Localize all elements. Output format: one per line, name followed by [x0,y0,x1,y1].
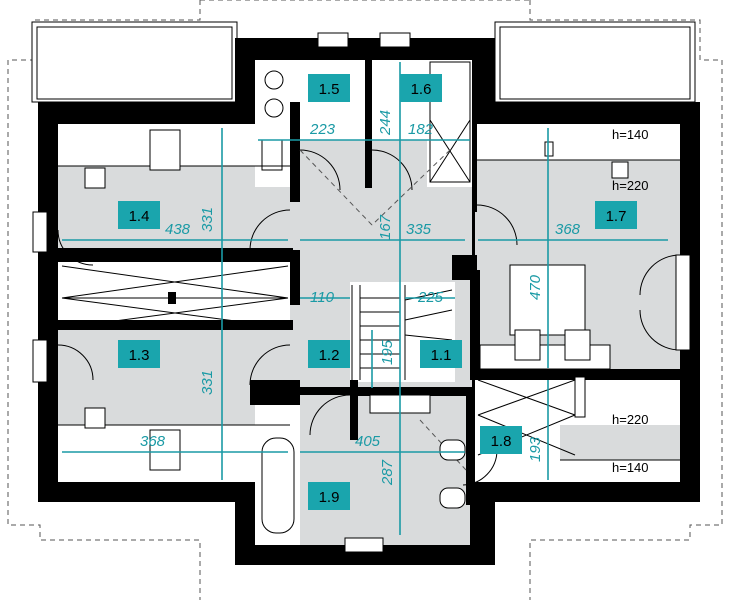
height-h140-bottom: h=140 [612,460,649,475]
dimension-values: 438 331 331 223 244 182 167 335 368 470 … [140,110,581,486]
room-tag-1-7: 1.7 [595,201,637,229]
dim-368-right: 368 [555,221,581,238]
dim-470: 470 [527,274,544,300]
height-labels: h=140 h=220 h=220 h=140 [612,127,649,475]
room-label-1-2: 1.2 [319,347,340,364]
room-label-1-6: 1.6 [411,81,432,98]
dim-193: 193 [527,436,544,462]
dimension-lines [62,62,668,535]
room-tag-1-8: 1.8 [480,426,522,454]
fixtures [84,70,629,534]
partitions [38,38,681,505]
dim-335: 335 [406,221,432,238]
height-h220-bottom: h=220 [612,412,649,427]
room-label-1-8: 1.8 [491,433,512,450]
dim-331-bottom: 331 [199,370,216,395]
dim-368-left: 368 [140,433,166,450]
dim-331-top: 331 [199,207,216,232]
dim-195: 195 [379,339,396,365]
room-label-1-3: 1.3 [129,347,150,364]
dim-110: 110 [310,289,335,306]
roof-outline [7,0,723,600]
balcony-left [31,21,238,103]
windows [32,32,691,553]
room-tag-1-3: 1.3 [118,340,160,368]
dim-167: 167 [377,214,394,240]
dim-244: 244 [377,110,394,136]
room-label-1-9: 1.9 [319,489,340,506]
room-tag-1-6: 1.6 [400,74,442,102]
balcony-right [494,21,696,103]
room-labels: 1.4 1.5 1.6 1.7 1.3 1.2 1.1 1.8 1.9 [118,74,637,510]
dim-182: 182 [408,121,434,138]
room-label-1-7: 1.7 [606,208,627,225]
room-label-1-4: 1.4 [129,208,150,225]
height-h220-top: h=220 [612,178,649,193]
room-tag-1-9: 1.9 [308,482,350,510]
room-label-1-5: 1.5 [319,81,340,98]
dim-287: 287 [379,459,396,486]
dim-405: 405 [355,433,381,450]
room-label-1-1: 1.1 [431,347,452,364]
room-tag-1-2: 1.2 [308,340,350,368]
dim-223: 223 [309,121,336,138]
room-tag-1-5: 1.5 [308,74,350,102]
room-tag-1-4: 1.4 [118,201,160,229]
height-h140-top: h=140 [612,127,649,142]
dim-438: 438 [165,221,191,238]
dim-225: 225 [417,289,444,306]
room-tag-1-1: 1.1 [420,340,462,368]
